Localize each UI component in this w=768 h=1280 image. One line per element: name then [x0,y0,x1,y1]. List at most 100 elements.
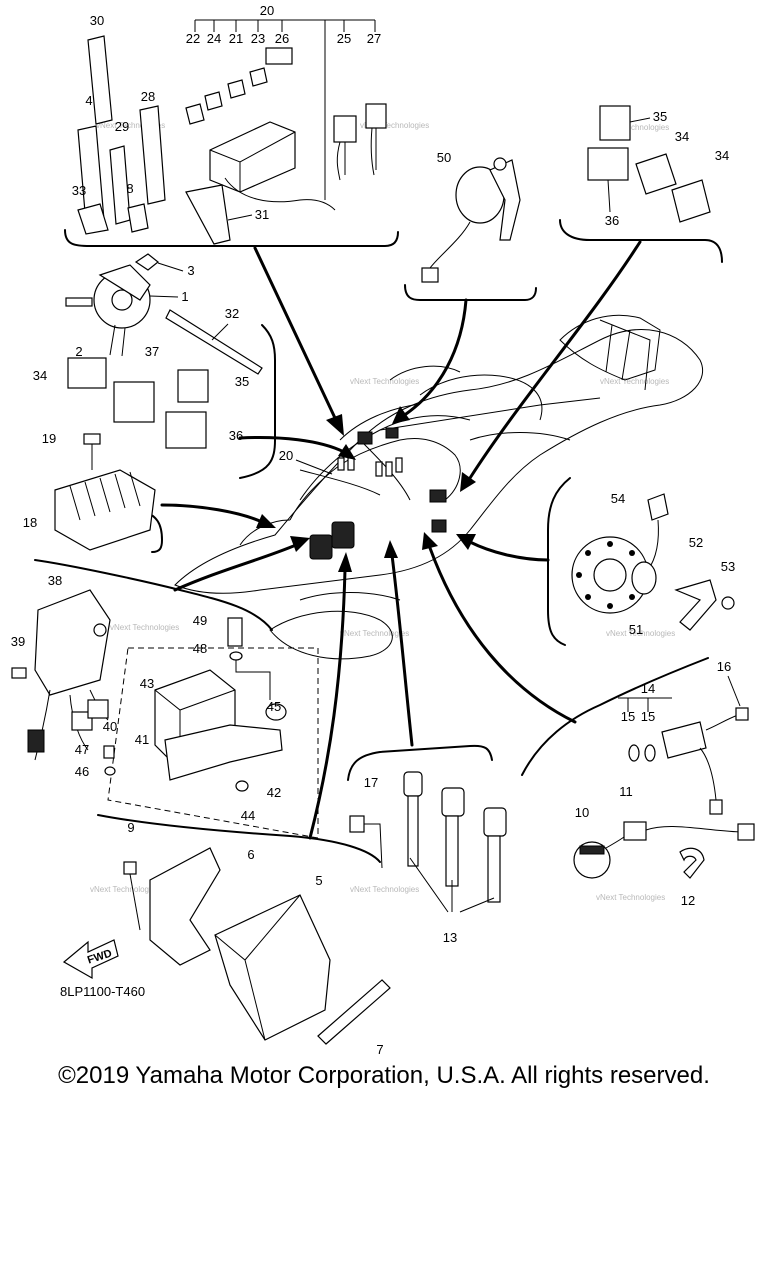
frame-connectors [309,427,447,560]
callout-29: 29 [115,119,129,134]
bolt-16 [735,707,749,721]
watermark: vNext Technologies [96,121,165,130]
ignition-coil-13 [403,771,423,797]
callout-3: 3 [187,263,194,278]
callout-50: 50 [437,150,451,165]
nut-44 [235,780,249,792]
callout-31: 31 [255,207,269,222]
callout-15: 15 [641,709,655,724]
callout-14: 14 [641,681,655,696]
group-oil-sensor: 14 15 15 16 10 11 12 [573,659,755,908]
nut-3 [134,253,159,271]
watermark: vNext Technologies [360,121,429,130]
fuse-21 [227,79,246,99]
watermark: vNext Technologies [606,629,675,638]
group-relays-top-right: 35 34 34 36 [587,105,729,228]
callout-34: 34 [675,129,689,144]
callout-51: 51 [629,622,643,637]
callout-33: 33 [72,183,86,198]
fuse-cover-26 [265,47,293,65]
band-32 [165,309,263,375]
callout-23: 23 [251,31,265,46]
cover-34 [635,153,677,195]
callout-39: 39 [11,634,25,649]
relay-36 [587,147,629,181]
ecu-38 [34,589,111,696]
callout-47: 47 [75,742,89,757]
fuse-24 [204,91,223,111]
watermark: vNext Technologies [90,885,159,894]
callout-25: 25 [337,31,351,46]
watermark: vNext Technologies [350,377,419,386]
leader-arrows [160,240,642,840]
callout-37: 37 [145,344,159,359]
fwd-indicator: FWD [62,939,119,980]
bolt-19 [83,433,101,445]
switch-connector [421,267,439,283]
callout-42: 42 [267,785,281,800]
callout-10: 10 [575,805,589,820]
coupler-11 [623,821,647,841]
callout-20: 20 [279,448,293,463]
o-ring-15 [628,744,640,762]
group-brackets [34,219,723,863]
sensor-14 [661,721,707,759]
callout-18: 18 [23,515,37,530]
wheel-sensor-51 [631,561,657,595]
connector-27 [365,103,387,129]
relay-connector [385,427,399,439]
relay-36 [165,411,207,449]
sensor-connector [431,519,447,533]
callout-44: 44 [241,808,255,823]
watermark: vNext Technologies [600,123,669,132]
ecu-connector [309,534,333,560]
callout-30: 30 [90,13,104,28]
callout-22: 22 [186,31,200,46]
ignition-coil-13 [441,787,465,817]
fuse [375,461,383,477]
group-wheel-sensor: 54 51 52 53 [571,491,735,637]
group-main-switch: 50 [421,150,521,283]
callout-26: 26 [275,31,289,46]
clamp-33 [77,203,109,235]
watermark: vNext Technologies [110,623,179,632]
callout-4: 4 [85,93,92,108]
cover-34 [671,179,711,223]
relay-37 [113,381,155,423]
callout-36: 36 [229,428,243,443]
callout-45: 45 [267,699,281,714]
rectifier-regulator-18 [54,469,156,551]
bolt-53 [721,596,735,610]
connector-25 [333,115,357,143]
bracket-6 [149,847,221,966]
callout-12: 12 [681,893,695,908]
o-ring-15 [644,744,656,762]
watermark: vNext Technologies [340,629,409,638]
parts-diagram: vNext Technologies vNext Technologies vN… [11,3,755,1057]
bolt-2 [65,297,93,307]
callout-52: 52 [689,535,703,550]
callout-28: 28 [141,89,155,104]
callout-19: 19 [42,431,56,446]
grommet-45 [265,703,287,721]
band-7 [317,979,391,1045]
watermark: vNext Technologies [596,893,665,902]
callout-1: 1 [181,289,188,304]
band-28 [139,105,166,205]
group-ignition-coils: 13 17 [349,771,507,945]
washer-48 [229,651,243,661]
callout-21: 21 [229,31,243,46]
cylinder-id-sensor-17 [349,815,365,833]
ignition-coil-13 [483,807,507,837]
callouts-top-left: 20 22 24 21 23 26 25 27 30 4 28 29 33 8 … [72,3,381,222]
callout-35: 35 [235,374,249,389]
fuse-box [209,121,296,193]
callout-16: 16 [717,659,731,674]
band-30 [87,35,113,125]
diagram-code: 8LP1100-T460 [60,984,145,999]
callout-7: 7 [376,1042,383,1057]
fuse [337,457,345,471]
callout-32: 32 [225,306,239,321]
callout-43: 43 [140,676,154,691]
callout-34: 34 [33,368,47,383]
